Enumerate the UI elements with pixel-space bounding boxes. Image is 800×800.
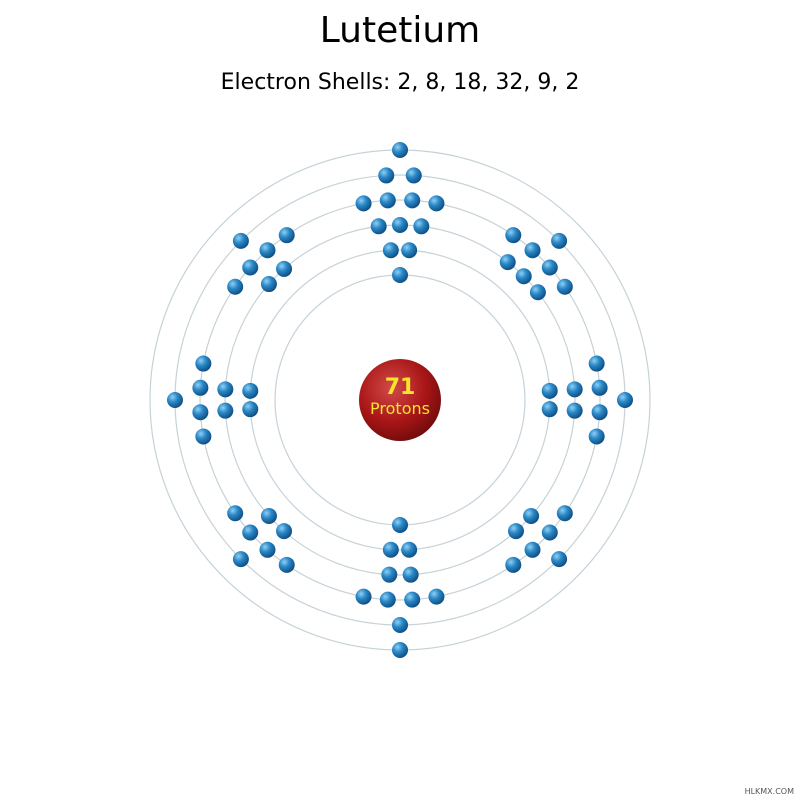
- electron-shell-4-8: [556, 278, 573, 295]
- electron-shell-3-4: [499, 254, 516, 271]
- electron-shell-2-3: [541, 382, 558, 399]
- electron-shell-4-18: [404, 591, 421, 608]
- electron-shell-2-5: [401, 541, 418, 558]
- electron-shell-4-7: [541, 259, 558, 276]
- electron-shell-5-4: [617, 392, 633, 408]
- proton-label: Protons: [370, 399, 430, 418]
- electron-shell-4-5: [505, 227, 522, 244]
- electron-shell-3-7: [566, 381, 583, 398]
- electron-shell-4-12: [588, 428, 605, 445]
- electron-shell-3-18: [276, 260, 293, 277]
- orbit-shell-4: [199, 199, 601, 601]
- electron-shell-3-14: [260, 507, 277, 524]
- electron-shell-4-2: [379, 192, 396, 209]
- electron-shell-4-16: [505, 556, 522, 573]
- electron-shell-3-15: [217, 402, 234, 419]
- electron-shell-2-2: [401, 242, 418, 259]
- electron-shell-4-1: [355, 195, 372, 212]
- electron-shell-3-6: [529, 284, 546, 301]
- electron-shell-3-12: [381, 566, 398, 583]
- nucleus-sphere: [359, 359, 441, 441]
- electron-shell-3-8: [566, 402, 583, 419]
- electron-shell-2-4: [541, 401, 558, 418]
- electron-shell-3-17: [260, 276, 277, 293]
- electron-shell-4-30: [242, 259, 259, 276]
- electron-shell-3-5: [515, 268, 532, 285]
- electron-shell-4-25: [195, 428, 212, 445]
- electron-shell-6-1: [392, 142, 408, 158]
- electron-shell-4-27: [192, 379, 209, 396]
- electron-shell-4-31: [259, 242, 276, 259]
- proton-count: 71: [385, 375, 416, 400]
- electron-shell-2-7: [242, 401, 259, 418]
- electron-shell-4-22: [259, 541, 276, 558]
- electron-shell-4-26: [192, 404, 209, 421]
- watermark: HLKMX.COM: [744, 787, 794, 796]
- electron-shell-4-9: [588, 355, 605, 372]
- electron-shell-3-3: [413, 218, 430, 235]
- electron-shell-3-2: [392, 217, 408, 233]
- electron-group: [167, 142, 633, 658]
- electron-shell-4-17: [428, 588, 445, 605]
- electron-shell-6-2: [392, 642, 408, 658]
- electron-shell-4-20: [355, 588, 372, 605]
- electron-shell-4-10: [591, 379, 608, 396]
- electron-shell-4-13: [556, 505, 573, 522]
- electron-shell-4-3: [404, 192, 421, 209]
- electron-shells-subtitle: Electron Shells: 2, 8, 18, 32, 9, 2: [220, 70, 580, 95]
- electron-shell-5-1: [378, 167, 395, 184]
- electron-shell-1-1: [392, 267, 408, 283]
- electron-shell-5-9: [232, 232, 249, 249]
- electron-shell-4-6: [524, 242, 541, 259]
- nucleus: 71 Protons: [359, 359, 441, 441]
- electron-shell-5-8: [167, 392, 183, 408]
- electron-shell-4-15: [524, 541, 541, 558]
- electron-shell-2-1: [382, 242, 399, 259]
- electron-shell-4-24: [227, 505, 244, 522]
- electron-shell-5-7: [232, 551, 249, 568]
- electron-shell-3-16: [217, 381, 234, 398]
- electron-shell-3-13: [276, 523, 293, 540]
- electron-shell-1-2: [392, 517, 408, 533]
- electron-shell-4-29: [227, 278, 244, 295]
- electron-shell-4-32: [278, 227, 295, 244]
- electron-shell-3-11: [402, 566, 419, 583]
- electron-shell-5-6: [392, 617, 408, 633]
- electron-shell-4-23: [242, 524, 259, 541]
- electron-shell-2-8: [242, 382, 259, 399]
- orbit-shell-2: [249, 249, 551, 551]
- electron-shell-3-9: [523, 507, 540, 524]
- electron-shell-4-19: [379, 591, 396, 608]
- electron-shell-4-21: [278, 556, 295, 573]
- electron-shell-4-28: [195, 355, 212, 372]
- electron-shell-3-10: [507, 523, 524, 540]
- electron-shell-5-3: [551, 232, 568, 249]
- electron-shell-5-5: [551, 551, 568, 568]
- electron-shell-4-4: [428, 195, 445, 212]
- electron-shell-2-6: [382, 541, 399, 558]
- electron-shell-5-2: [405, 167, 422, 184]
- electron-shell-3-1: [370, 218, 387, 235]
- electron-shell-4-11: [591, 404, 608, 421]
- page-title: Lutetium: [319, 10, 481, 51]
- electron-shell-4-14: [541, 524, 558, 541]
